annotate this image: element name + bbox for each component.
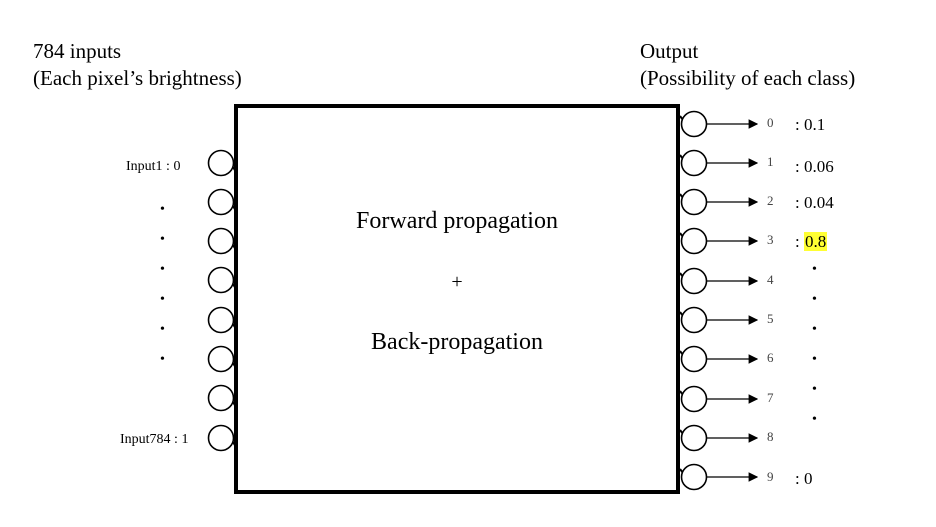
input-ellipsis-dot: • [160,262,165,277]
output-value-1: : 0.06 [795,157,834,176]
output-ellipsis-dot: • [812,262,817,277]
output-value-2: : 0.04 [795,193,834,212]
input-ellipsis-dot: • [160,352,165,367]
input-node [207,345,235,373]
output-digit-2: 2 [767,193,774,208]
highlighted-value: 0.8 [803,232,828,251]
output-value-3: : 0.8 [795,232,828,252]
output-node [680,385,708,413]
input-node [207,384,235,412]
input-ellipsis-dot: • [160,322,165,337]
output-digit-6: 6 [767,350,774,365]
input-node [207,306,235,334]
output-node [680,463,708,491]
output-title: Output [640,39,699,63]
output-node [680,149,708,177]
output-digit-9: 9 [767,469,774,484]
output-ellipsis-dot: • [812,292,817,307]
output-nodes [679,110,759,491]
input-first-label: Input1 : 0 [126,159,181,174]
input-node [207,266,235,294]
input-nodes [207,149,237,452]
output-digit-8: 8 [767,429,774,444]
inputs-subtitle: (Each pixel’s brightness) [33,66,242,90]
output-digit-1: 1 [767,154,774,169]
network-box: Forward propagation + Back-propagation [234,104,680,494]
output-digit-0: 0 [767,115,774,130]
output-ellipsis-dot: • [812,352,817,367]
output-digit-7: 7 [767,390,774,405]
forward-propagation-label: Forward propagation [356,208,558,234]
input-node [207,424,235,452]
output-ellipsis-dot: • [812,382,817,397]
input-node [207,149,235,177]
output-digit-3: 3 [767,232,774,247]
output-ellipsis-dot: • [812,412,817,427]
plus-sign: + [451,271,463,293]
input-node [207,227,235,255]
output-node [680,267,708,295]
inputs-title: 784 inputs [33,39,122,63]
output-node [680,227,708,255]
input-ellipsis-dot: • [160,292,165,307]
output-node [680,110,708,138]
output-node [680,188,708,216]
input-last-label: Input784 : 1 [120,432,189,447]
output-value-9: : 0 [795,469,813,488]
output-node [680,306,708,334]
output-node [680,424,708,452]
output-node [680,345,708,373]
input-ellipsis-dot: • [160,232,165,247]
output-subtitle: (Possibility of each class) [640,66,856,90]
output-value-0: : 0.1 [795,115,826,134]
output-digit-5: 5 [767,311,774,326]
back-propagation-label: Back-propagation [371,329,543,355]
input-node [207,188,235,216]
input-ellipsis-dot: • [160,202,165,217]
output-ellipsis-dot: • [812,322,817,337]
output-digit-4: 4 [767,272,774,287]
output-value-3-prefix: : [795,232,804,251]
